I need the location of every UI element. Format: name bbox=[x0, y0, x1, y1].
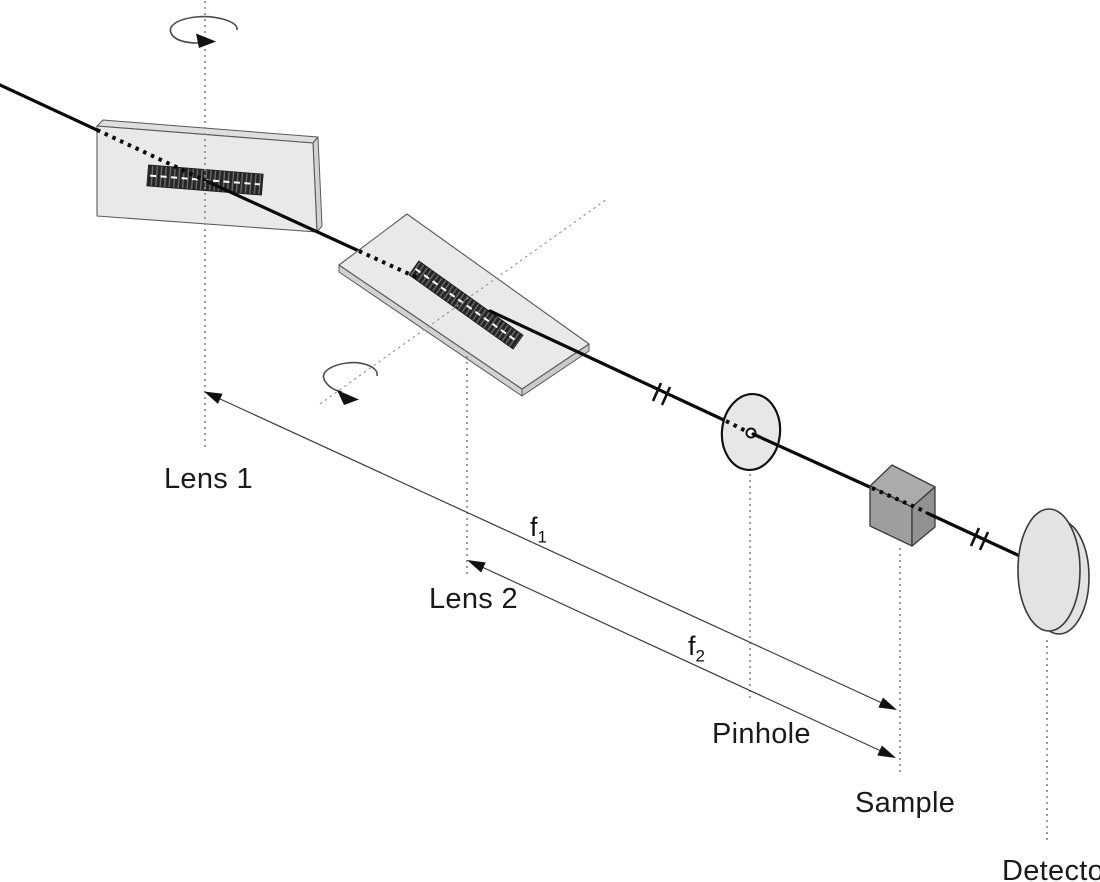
beam-pinhole-to-sample bbox=[751, 432, 874, 490]
sample-cube bbox=[869, 464, 936, 547]
beam-inside-lens1 bbox=[96, 128, 205, 182]
label-detector: Detector bbox=[1002, 855, 1100, 882]
dimension-f2 bbox=[467, 560, 896, 758]
rotation-arc-lens1 bbox=[169, 15, 238, 44]
reference-axes bbox=[204, 1, 1048, 842]
beam-inside-lens2 bbox=[358, 249, 421, 281]
f2-arrowhead-right bbox=[877, 745, 896, 758]
f1-dimension-line bbox=[217, 397, 883, 704]
beam-lens1-to-lens2 bbox=[202, 178, 361, 253]
rotation-arrowhead-lens2 bbox=[337, 390, 359, 405]
break-slash bbox=[969, 527, 981, 547]
lens2-rotation-axis bbox=[319, 198, 608, 405]
beam-lens2-to-pinhole bbox=[488, 309, 728, 423]
rotation-arrowhead-lens1 bbox=[196, 33, 216, 48]
detector-back-face bbox=[1017, 508, 1081, 632]
f1-symbol: f bbox=[530, 512, 538, 542]
rotation-arrow-lens2-icon bbox=[322, 361, 378, 405]
break-slash bbox=[660, 386, 672, 406]
label-sample: Sample bbox=[855, 787, 956, 819]
label-f2: f2 bbox=[688, 631, 705, 666]
label-f1: f1 bbox=[530, 512, 547, 547]
f2-arrowhead-left bbox=[467, 560, 486, 573]
label-lens2: Lens 2 bbox=[429, 583, 518, 615]
sample-cube-right bbox=[911, 486, 936, 547]
label-lens1: Lens 1 bbox=[164, 463, 253, 495]
beam-break-mark-1 bbox=[651, 382, 672, 406]
rotation-arc-lens2 bbox=[322, 361, 378, 393]
dimension-f1 bbox=[204, 391, 897, 710]
lens2-grating-band bbox=[408, 260, 524, 350]
beam-incoming bbox=[0, 83, 99, 132]
label-pinhole: Pinhole bbox=[712, 718, 811, 750]
beam-behind-pinhole bbox=[725, 419, 749, 434]
break-slash bbox=[651, 382, 663, 402]
detector-disk bbox=[1017, 508, 1090, 635]
lens2-grating bbox=[408, 260, 524, 350]
beam-break-mark-2 bbox=[969, 527, 990, 551]
f1-arrowhead-left bbox=[204, 391, 223, 404]
rotation-arrow-lens1-icon bbox=[169, 15, 238, 48]
beam-inside-sample bbox=[871, 486, 925, 513]
f2-symbol: f bbox=[688, 631, 696, 661]
f1-subscript: 1 bbox=[537, 527, 547, 547]
f1-arrowhead-right bbox=[878, 697, 897, 710]
f2-subscript: 2 bbox=[695, 646, 705, 666]
f2-dimension-line bbox=[481, 566, 882, 752]
break-slash bbox=[978, 531, 990, 551]
